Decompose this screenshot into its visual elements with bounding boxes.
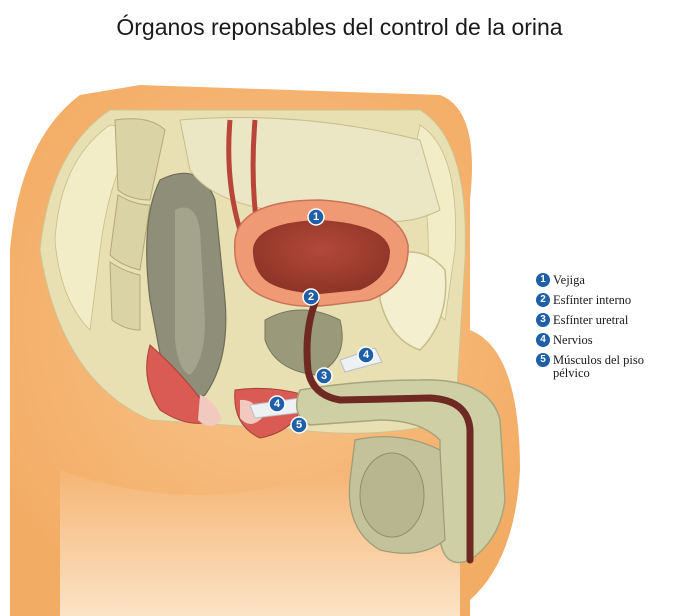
penis (295, 379, 506, 564)
legend-number: 3 (536, 313, 550, 327)
svg-text:5: 5 (296, 419, 302, 431)
svg-text:4: 4 (363, 349, 370, 361)
sacrum-spine (109, 118, 166, 331)
marker-2: 2 (302, 288, 320, 306)
legend-item-vejiga: 1 Vejiga (536, 273, 676, 287)
legend-label: Nervios (553, 333, 593, 347)
marker-3: 3 (315, 367, 333, 385)
svg-text:4: 4 (274, 398, 281, 410)
svg-text:3: 3 (321, 370, 327, 382)
marker-1: 1 (307, 208, 325, 226)
legend-label: Músculos del piso pélvico (553, 353, 644, 380)
legend-number: 4 (536, 333, 550, 347)
legend-item-esfinter-interno: 2 Esfínter interno (536, 293, 676, 307)
urethra (303, 296, 474, 564)
marker-4-upper: 4 (357, 346, 375, 364)
svg-text:1: 1 (313, 211, 319, 223)
marker-5: 5 (290, 416, 308, 434)
testicle (359, 452, 425, 538)
bladder-interior (252, 220, 390, 294)
svg-text:2: 2 (308, 291, 314, 303)
legend-label: Esfínter interno (553, 293, 632, 307)
legend-label: Vejiga (553, 273, 585, 287)
prostate (264, 309, 343, 376)
legend: 1 Vejiga 2 Esfínter interno 3 Esfínter u… (536, 273, 676, 387)
legend-number: 5 (536, 353, 550, 367)
rectum-inner (175, 207, 205, 375)
legend-item-esfinter-uretral: 3 Esfínter uretral (536, 313, 676, 327)
legend-number: 2 (536, 293, 550, 307)
marker-4-lower: 4 (268, 395, 286, 413)
intestine-loops (179, 117, 441, 222)
legend-item-musculos: 5 Músculos del piso pélvico (536, 353, 676, 380)
legend-item-nervios: 4 Nervios (536, 333, 676, 347)
legend-label: Esfínter uretral (553, 313, 629, 327)
legend-number: 1 (536, 273, 550, 287)
diagram-title: Órganos reponsables del control de la or… (116, 14, 563, 40)
